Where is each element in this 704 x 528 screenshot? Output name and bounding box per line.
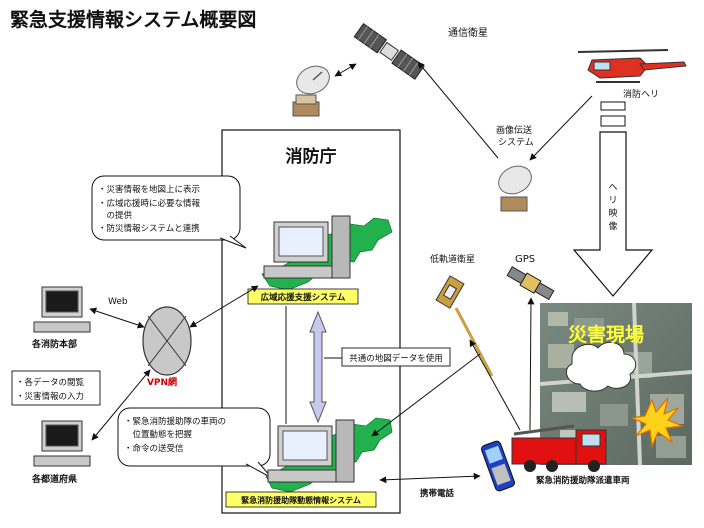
- leo-satellite-label: 低軌道衛星: [430, 253, 475, 265]
- tasks-line-1: ・各データの閲覧: [16, 377, 85, 388]
- tasks-box: [11, 370, 101, 406]
- truck-gps-link: [527, 297, 535, 431]
- leo-antenna: [454, 307, 494, 377]
- bubble-top-line-2: ・広域応援時に必要な情報: [98, 198, 201, 209]
- vpn-cross-2: [147, 315, 187, 367]
- bottom-system-leo-link: [371, 353, 481, 437]
- pref-label: 各都道府県: [31, 473, 77, 485]
- heli-video-signal: ヘ リ 映 像: [572, 101, 654, 297]
- mobile-phone-icon: [481, 440, 515, 492]
- heli-video-char-2: リ: [608, 196, 617, 206]
- common-map-arrow: [309, 310, 327, 424]
- pref-vpn-link: [91, 369, 151, 441]
- disaster-site-label: 災害現場: [568, 323, 644, 346]
- web-label: Web: [108, 297, 128, 307]
- bubble-bottom-line-3: ・命令の送受信: [124, 443, 184, 454]
- comm-satellite-label: 通信衛星: [448, 26, 488, 39]
- disaster-site-photo: [539, 302, 693, 466]
- heli-video-char-3: 映: [608, 207, 617, 219]
- heli-video-char-4: 像: [608, 220, 617, 232]
- hq-vpn-link: [89, 307, 145, 329]
- helicopter-icon: [577, 49, 687, 83]
- satellite-dish2-link: [417, 61, 499, 159]
- vpn-top-system-link: [189, 285, 259, 328]
- heli-video-char-1: ヘ: [608, 183, 617, 193]
- callout-bubble-top: [91, 175, 247, 249]
- heli-dish2-link: [529, 95, 593, 161]
- fire-truck-icon: [511, 424, 607, 472]
- bubble-bottom-line-2: 位置動態を把握: [124, 429, 193, 440]
- computer-icon-top: [263, 215, 351, 279]
- bubble-top-line-1: ・災害情報を地図上に表示: [98, 184, 200, 195]
- callout-bubble-bottom: [117, 407, 273, 479]
- gps-label: GPS: [515, 254, 535, 265]
- tasks-line-2: ・災害情報の入力: [16, 391, 84, 402]
- system-bottom-label: 緊急消防援助隊動態情報システム: [241, 495, 361, 505]
- page-title: 緊急支援情報システム概要図: [10, 8, 256, 31]
- truck-leo-link: [469, 339, 521, 431]
- comm-satellite-icon: [353, 22, 425, 80]
- vehicle-label: 緊急消防援助隊派遣車両: [536, 475, 630, 486]
- vpn-label: VPN網: [147, 376, 177, 388]
- computer-icon-hq: [33, 286, 91, 333]
- bottom-system-mobile-link: [379, 472, 481, 484]
- common-map-label: 共通の地図データを使用: [349, 353, 443, 364]
- satellite-dish-icon: [292, 65, 330, 117]
- mobile-label: 携帯電話: [420, 488, 455, 499]
- image-transfer-dish-icon: [498, 165, 532, 212]
- system-top-label: 広域応援支援システム: [261, 292, 346, 303]
- image-transfer-label-1: 画像伝送: [496, 124, 532, 136]
- computer-icon-bottom: [267, 419, 355, 483]
- leo-satellite-icon: [435, 275, 465, 309]
- gps-satellite-icon: [506, 266, 555, 301]
- image-transfer-label-2: システム: [498, 137, 534, 148]
- hq-label: 各消防本部: [31, 338, 77, 350]
- bubble-top-line-4: ・防災情報システムと連携: [98, 223, 200, 234]
- bubble-bottom-line-1: ・緊急消防援助隊の車両の: [124, 416, 226, 427]
- system-bottom-label-box: [225, 491, 377, 508]
- bubble-top-line-3: の提供: [98, 210, 133, 221]
- dish-satellite-link: [334, 63, 357, 77]
- heli-label: 消防ヘリ: [623, 88, 659, 100]
- computer-icon-pref: [33, 420, 91, 467]
- fdma-label: 消防庁: [286, 146, 337, 167]
- common-map-box: [341, 347, 451, 367]
